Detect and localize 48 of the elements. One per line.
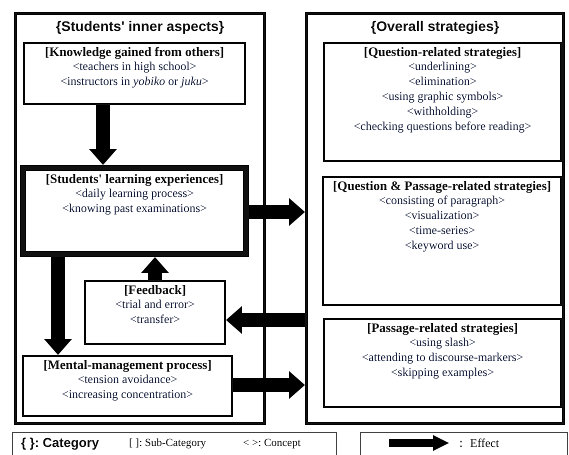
category-heading: {Overall strategies} xyxy=(370,17,500,35)
concept-text: <checking questions before reading> xyxy=(352,119,532,134)
subcategory-box xyxy=(20,165,249,257)
concept-text: <trial and error> xyxy=(114,297,196,312)
subcategory-box xyxy=(323,42,562,162)
effect-arrow xyxy=(89,105,117,165)
effect-arrow xyxy=(44,257,72,355)
subcategory-box xyxy=(322,176,562,306)
effect-arrow xyxy=(233,371,305,399)
key-text: [ ]: Sub-Category xyxy=(129,437,206,449)
subcategory-heading: [Feedback] xyxy=(122,282,188,297)
subcategory-heading: [Passage-related strategies] xyxy=(366,320,519,335)
concept-text: <daily learning process> xyxy=(74,186,195,201)
concept-text: <teachers in high school> xyxy=(72,59,198,74)
concept-text: <using slash> xyxy=(408,335,477,350)
concept-text: <increasing concentration> xyxy=(60,387,194,402)
legend-text: ： Effect xyxy=(455,435,500,452)
category-heading: {Students' inner aspects} xyxy=(54,17,226,35)
concept-text: <using graphic symbols> xyxy=(380,89,504,104)
category-panel xyxy=(14,12,266,425)
subcategory-heading: [Mental-management process] xyxy=(42,357,213,372)
concept-text: <consisting of paragraph> xyxy=(378,193,506,208)
concept-text: <withholding> xyxy=(406,104,480,119)
concept-text: <elimination> xyxy=(407,74,478,89)
concept-text: <skipping examples> xyxy=(390,365,496,380)
subcategory-heading: [Students' learning experiences] xyxy=(44,171,224,186)
effect-arrow xyxy=(141,257,169,280)
concept-text: <transfer> xyxy=(128,312,182,327)
subcategory-box xyxy=(84,280,226,345)
concept-text: <time-series> xyxy=(408,223,476,238)
concept-text: <tension avoidance> xyxy=(76,372,178,387)
effect-arrow xyxy=(226,306,305,334)
concept-text: <attending to discourse-markers> xyxy=(360,350,524,365)
concept-text: <visualization> xyxy=(404,208,480,223)
concept-text: <knowing past examinations> xyxy=(61,201,208,216)
concept-text: <keyword use> xyxy=(404,238,480,253)
subcategory-box xyxy=(323,318,562,408)
subcategory-box xyxy=(23,42,246,105)
subcategory-box xyxy=(22,355,233,417)
concept-text: <instructors in yobiko or juku> xyxy=(59,74,210,89)
key-text: < >: Concept xyxy=(243,437,301,449)
key-text: { }: Category xyxy=(21,435,100,450)
subcategory-heading: [Question-related strategies] xyxy=(362,44,522,59)
subcategory-heading: [Knowledge gained from others] xyxy=(44,44,226,59)
effect-arrow xyxy=(249,198,305,226)
category-panel xyxy=(305,12,565,425)
subcategory-heading: [Question & Passage-related strategies] xyxy=(332,178,552,193)
concept-text: <underlining> xyxy=(407,59,478,74)
